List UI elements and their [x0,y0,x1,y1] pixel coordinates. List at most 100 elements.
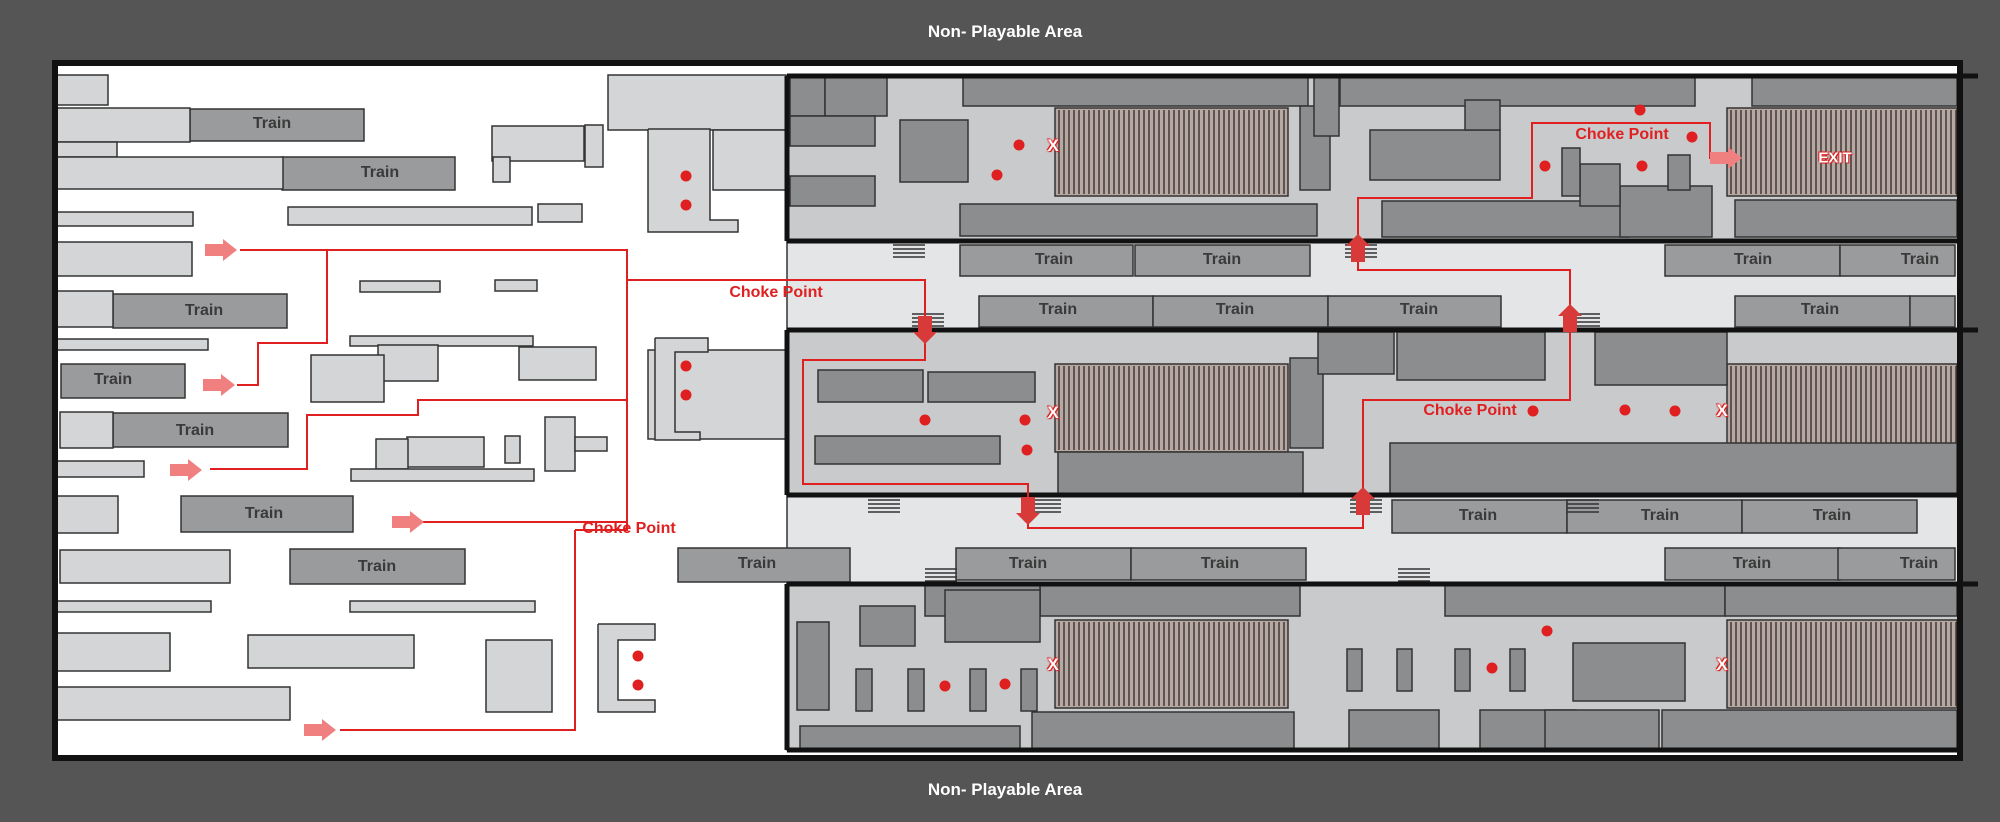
train-label: Train [1733,251,1773,268]
train [112,293,288,329]
building-block [350,468,535,482]
platform-structure [962,75,1309,107]
building-block [54,290,114,328]
train-label: Train [737,555,777,572]
exit-label: EXIT [1818,149,1852,167]
building-block [359,280,441,293]
platform-structure [1751,75,1958,107]
barrier-bracket [647,128,739,233]
platform-structure [859,605,916,647]
train-label: Train [1458,507,1498,524]
platform-structure [1057,451,1304,496]
platform-structure [1561,147,1581,197]
platform-structure [907,668,925,712]
platform-structure [1661,709,1958,751]
building-block [54,495,119,534]
enemy-spawn-dot [1634,104,1646,116]
platform-structure [814,435,1001,465]
enemy-spawn-dot [1686,131,1698,143]
choke-point-label: Choke Point [729,284,823,301]
building-block [406,436,485,468]
building-block [54,460,145,478]
building-block [54,632,171,672]
platform-structure [799,725,1021,751]
platform-structure [1667,154,1691,191]
choke-point-label: Choke Point [1423,402,1517,419]
platform-structure [1396,648,1413,692]
route-line [210,249,926,731]
train-label: Train [1900,251,1940,268]
building-block [54,686,291,721]
train [955,547,1132,581]
building-block [54,600,212,613]
arrow-marker [1710,147,1742,169]
building-block [54,241,193,277]
train-label: Train [1899,555,1939,572]
non-playable-area-label-bottom: Non- Playable Area [927,780,1083,799]
arrow-marker [205,239,237,261]
arrow-marker [913,316,937,344]
platform-structure [1724,583,1958,617]
train [1837,547,1956,581]
platform-structure [944,589,1041,643]
building-block [574,436,608,452]
building-block [287,206,533,226]
train-label: Train [244,505,284,522]
building-block [492,156,511,183]
platform-structure [1369,129,1501,181]
enemy-spawn-dot [939,680,951,692]
building-block [491,125,585,162]
building-block [247,634,415,669]
enemy-spawn-dot [1539,160,1551,172]
train [1130,547,1307,581]
x-marker: X [1047,655,1059,674]
enemy-spawn-dot [1636,160,1648,172]
platform-structure [1346,648,1363,692]
enemy-spawn-dot [632,679,644,691]
platform-structure [1348,709,1440,751]
platform-structure [817,369,924,403]
building-block [59,549,231,584]
enemy-spawn-dot [1619,404,1631,416]
train [959,244,1134,277]
platform-structure [1509,648,1526,692]
train [1134,244,1311,277]
x-marker: X [1716,401,1728,420]
x-marker: X [1047,136,1059,155]
x-marker: X [1716,655,1728,674]
train [1327,295,1502,328]
building-block [584,124,604,168]
platform-structure [899,119,969,183]
platform-structure [1572,642,1686,702]
platform-structure [1381,200,1630,238]
train-label: Train [184,302,224,319]
building-block [712,129,789,191]
platform-structure [1339,75,1696,107]
barrier-bracket [597,623,656,713]
platform-structure [855,668,873,712]
arrow-marker [170,459,202,481]
barrier-bracket [654,337,709,441]
platform-structure [1619,185,1713,238]
x-marker: X [1047,403,1059,422]
platform-structure [1039,583,1301,617]
building-block [310,354,385,403]
arrow-marker [203,374,235,396]
train [1839,244,1956,277]
building-block [54,211,194,227]
escalator [1054,363,1289,453]
train-label: Train [93,371,133,388]
platform-structure [789,175,876,207]
escalator [1054,107,1289,197]
enemy-spawn-dot [919,414,931,426]
train-label: Train [1034,251,1074,268]
enemy-spawn-dot [1669,405,1681,417]
non-playable-area-label-top: Non- Playable Area [927,22,1083,41]
platform-structure [1396,331,1546,381]
train [180,495,354,533]
arrow-marker [1351,487,1375,515]
building-block [54,107,191,143]
building-block [494,279,538,292]
train [1152,295,1329,328]
